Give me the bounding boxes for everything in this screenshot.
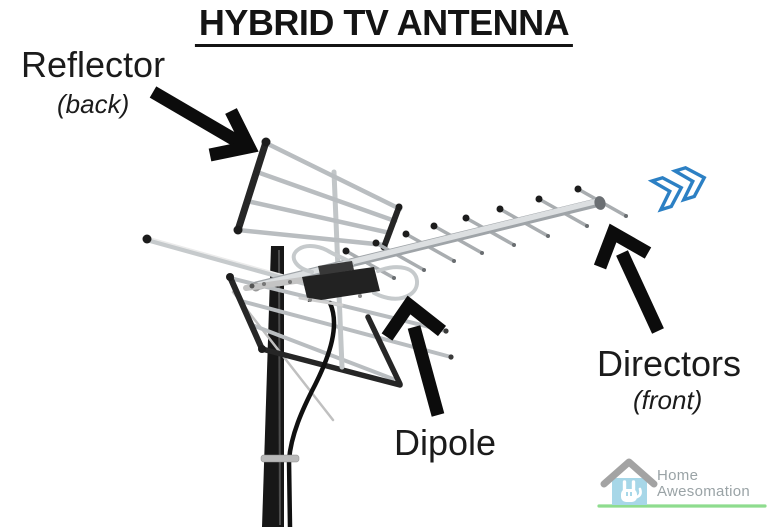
reflector-arrow: [149, 86, 259, 162]
dipole-label: Dipole: [394, 422, 497, 463]
mast-collar: [260, 454, 300, 463]
mounting-clamp: [243, 277, 305, 291]
balun-box: [302, 267, 380, 302]
logo-wordmark-line2: Awesomation: [657, 483, 751, 500]
dipole-assembly: [291, 243, 419, 307]
reflector-upper-grid: [233, 137, 403, 251]
directors-position-note: (front): [633, 385, 703, 415]
directors-label: Directors: [597, 343, 742, 384]
dipole-loop-left: [291, 243, 354, 274]
page-title: HYBRID TV ANTENNA: [194, 4, 574, 47]
rock-hand-glyph: [621, 480, 642, 502]
dipole-loop-right: [372, 265, 419, 301]
dipole-arrow: [381, 295, 447, 417]
logo-wordmark-line1: Home: [657, 467, 699, 484]
signal-chevrons-icon: [647, 165, 707, 213]
coax-cable: [286, 300, 337, 527]
annotation-arrows: [149, 86, 664, 417]
reflector-label: Reflector: [21, 44, 166, 85]
directors-arrow: [593, 223, 664, 334]
logo-house-icon: [597, 458, 767, 508]
reflector-position-note: (back): [57, 89, 130, 119]
logo-wordmark: Home Awesomation: [657, 468, 750, 500]
director-end-caps: [342, 185, 628, 280]
